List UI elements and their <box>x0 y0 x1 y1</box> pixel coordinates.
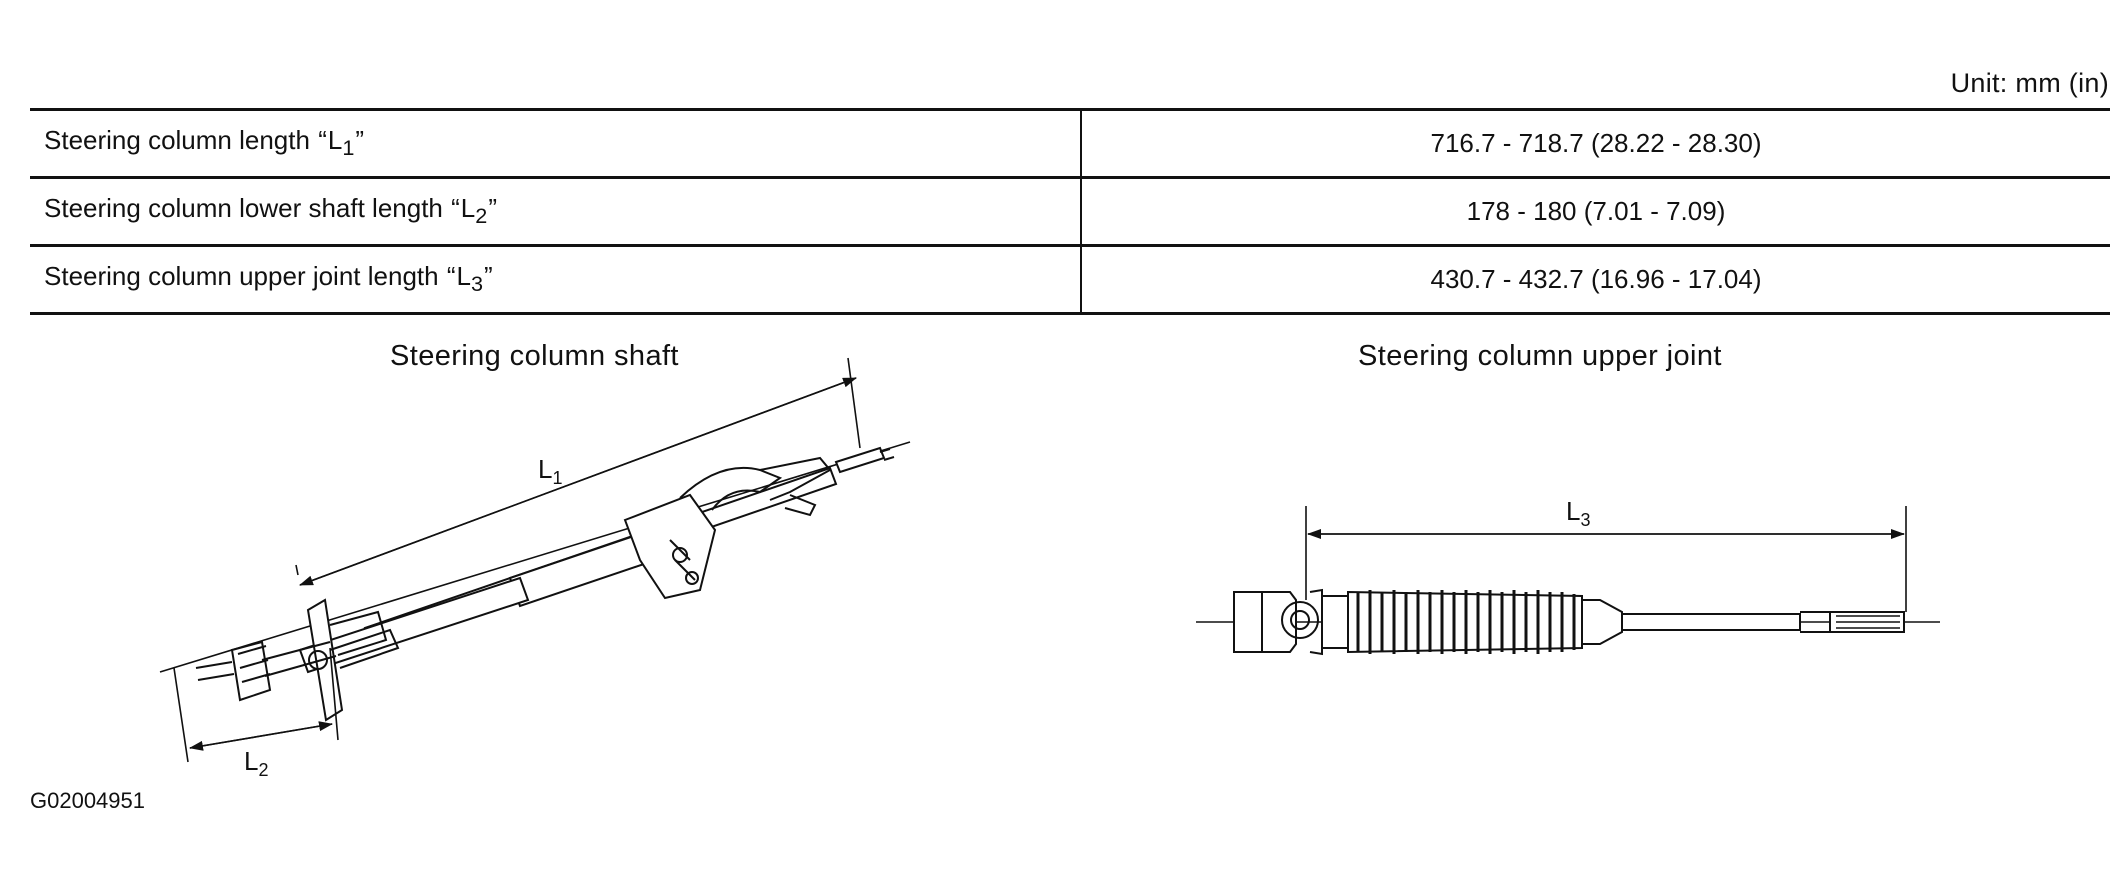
spec-label: Steering column upper joint length “L3” <box>30 245 1082 315</box>
table-row: Steering column upper joint length “L3” … <box>30 245 2110 315</box>
dimension-label-l1: L1 <box>538 454 562 488</box>
steering-column-shaft-drawing <box>159 357 911 763</box>
spec-value: 716.7 - 718.7 (28.22 - 28.30) <box>1081 108 2110 179</box>
spec-value: 178 - 180 (7.01 - 7.09) <box>1081 177 2110 247</box>
spec-value: 430.7 - 432.7 (16.96 - 17.04) <box>1081 245 2110 315</box>
right-figure-caption: Steering column upper joint <box>1358 340 1722 372</box>
unit-note: Unit: mm (in) <box>1950 68 2109 98</box>
spec-label: Steering column length “L1” <box>30 108 1082 179</box>
figure-id: G02004951 <box>30 788 145 813</box>
dimension-label-l2: L2 <box>244 746 268 780</box>
table-row: Steering column length “L1” 716.7 - 718.… <box>30 108 2110 179</box>
dimension-label-l3: L3 <box>1566 496 1590 530</box>
steering-column-upper-joint-drawing <box>1196 506 1940 656</box>
spec-label: Steering column lower shaft length “L2” <box>30 177 1082 247</box>
left-figure-caption: Steering column shaft <box>390 340 679 372</box>
table-row: Steering column lower shaft length “L2” … <box>30 177 2110 247</box>
spec-table: Steering column length “L1” 716.7 - 718.… <box>30 108 2110 315</box>
